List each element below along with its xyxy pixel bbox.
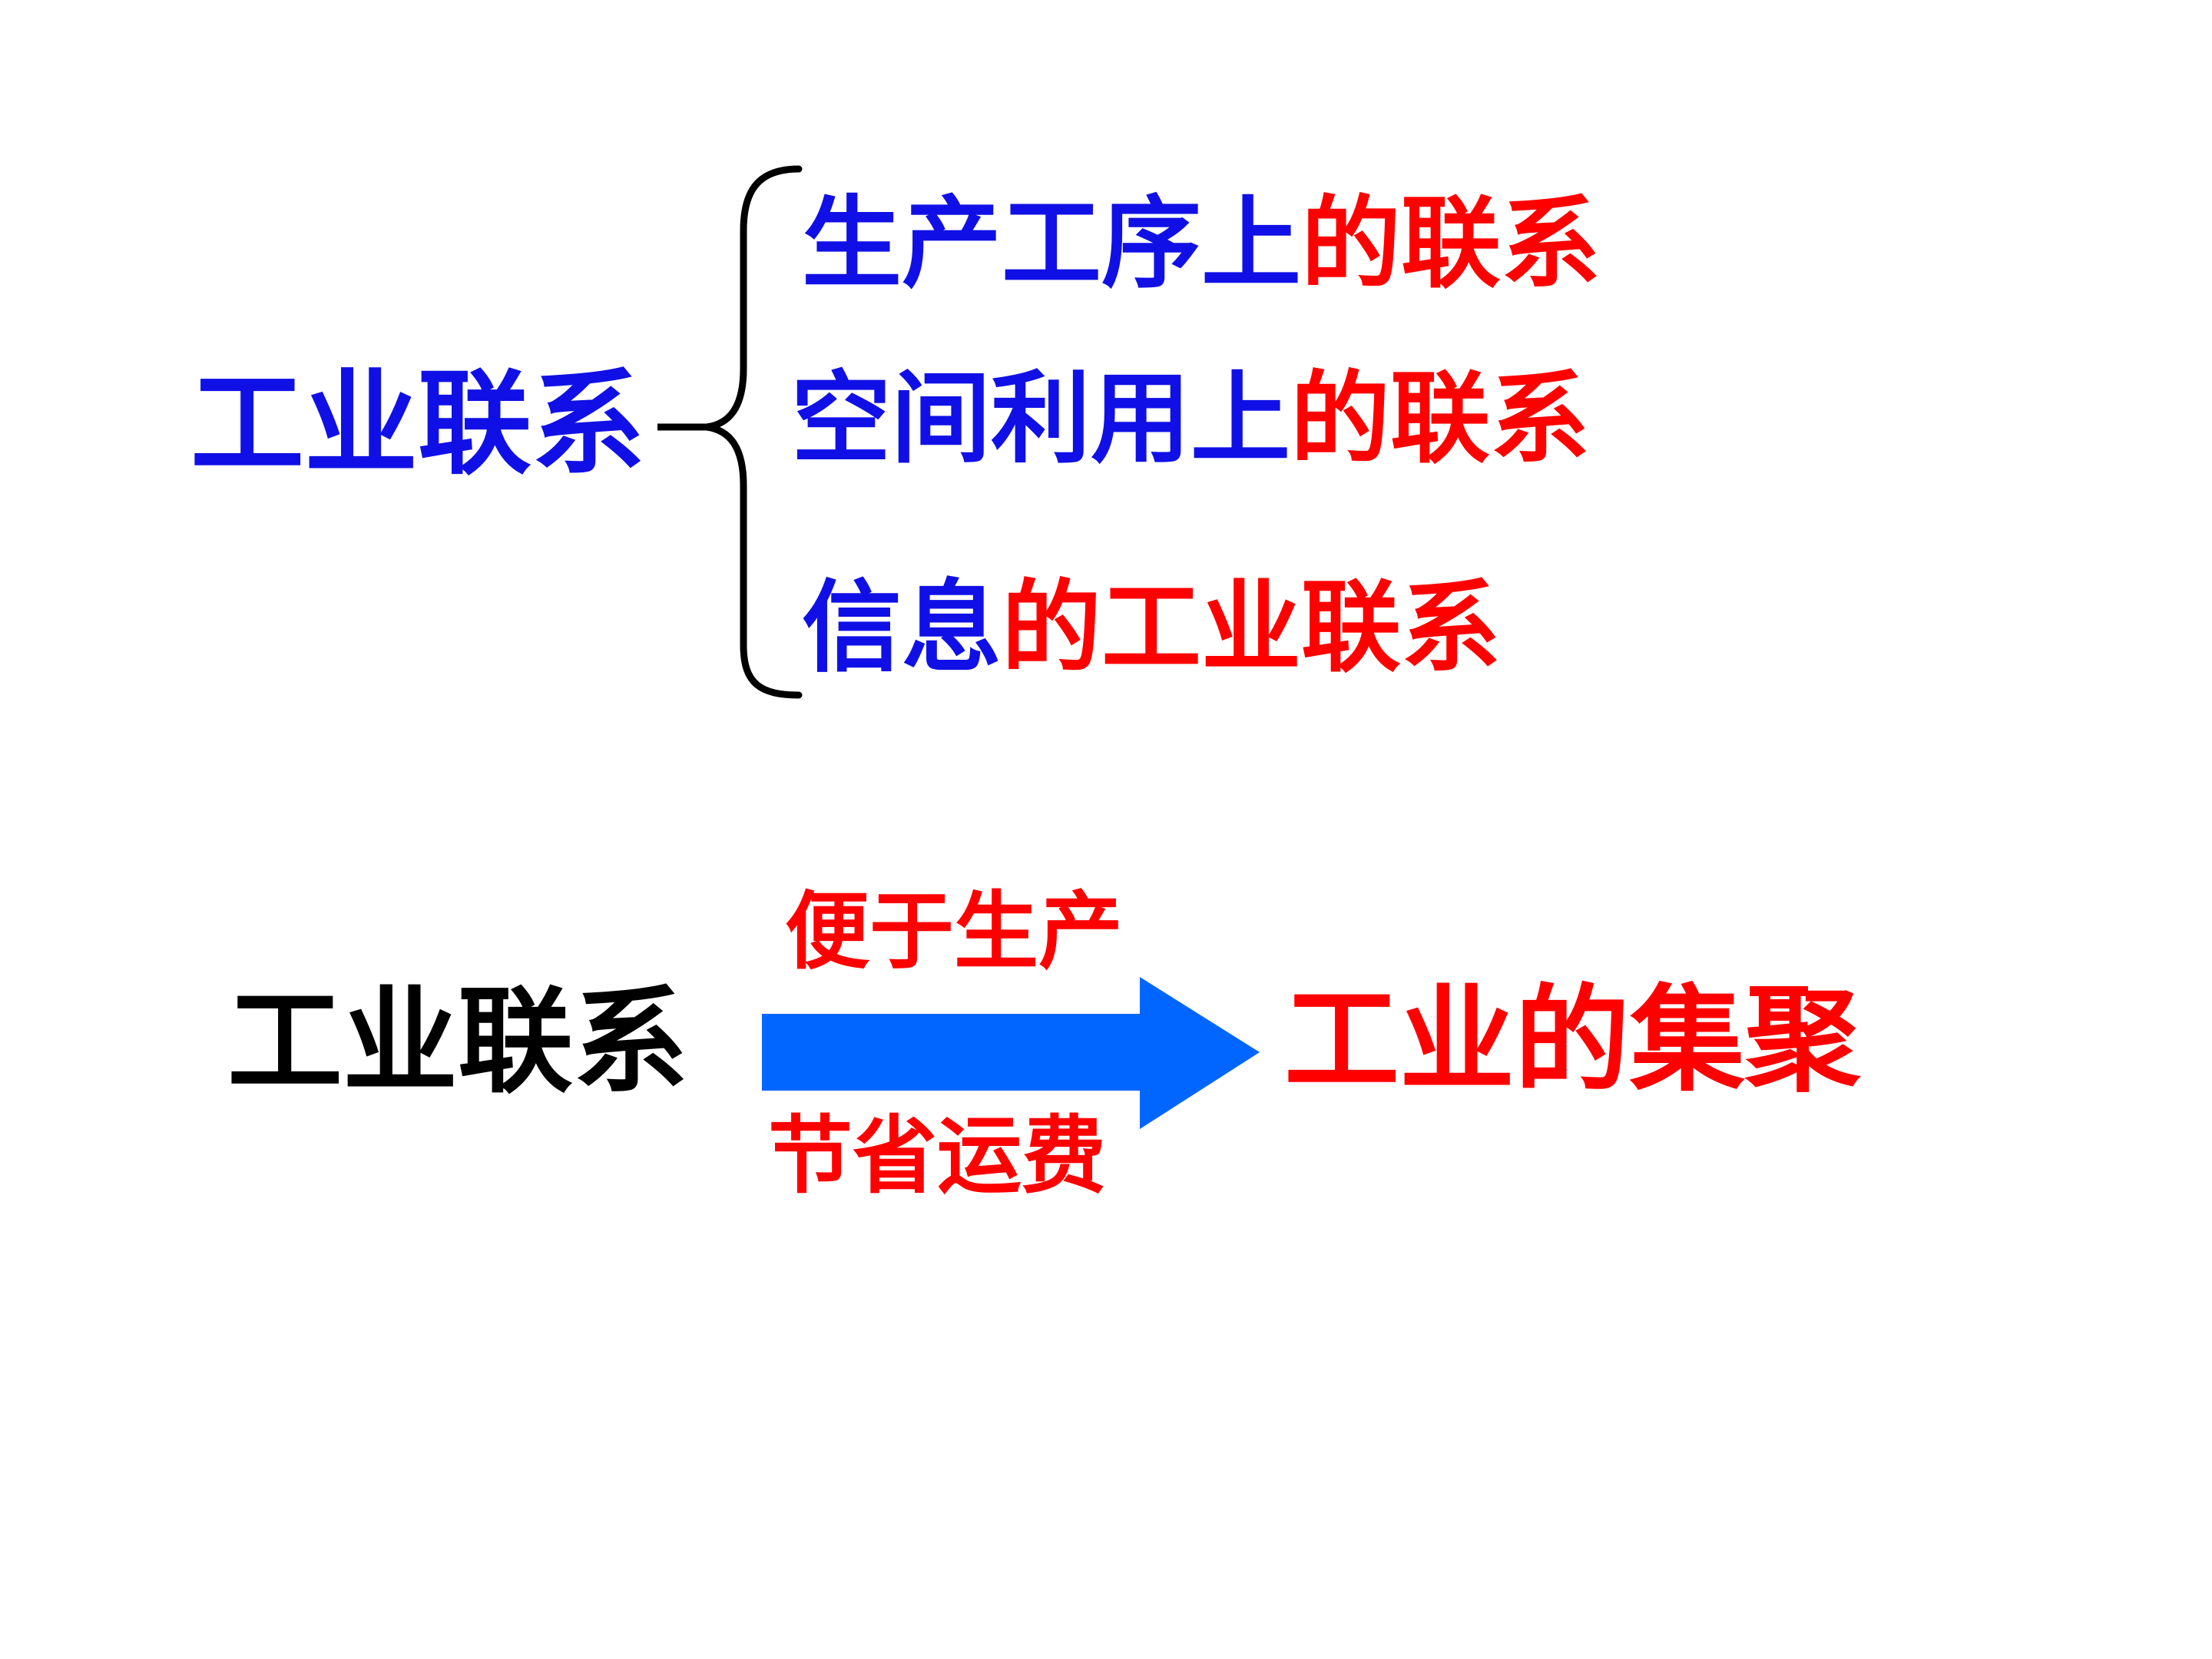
top-root-label: 工业联系 bbox=[190, 358, 645, 490]
result-label: 工业的集聚 bbox=[1284, 974, 1861, 1108]
curly-brace bbox=[706, 165, 803, 699]
branch-3-blue-text: 信息 bbox=[802, 569, 1002, 686]
branch-2-red-text: 的联系 bbox=[1290, 360, 1591, 477]
branch-item-3: 信息的工业联系 bbox=[802, 578, 1501, 677]
branch-1-red-text: 的联系 bbox=[1301, 185, 1601, 302]
bottom-root-label: 工业联系 bbox=[227, 975, 689, 1109]
branch-2-blue-text: 空间利用上 bbox=[791, 360, 1291, 477]
arrow-label-below: 节省运费 bbox=[768, 1107, 1106, 1205]
branch-item-1: 生产工序上的联系 bbox=[802, 194, 1601, 293]
branch-3-red-text: 的工业联系 bbox=[1002, 569, 1502, 686]
arrow-label-above: 便于生产 bbox=[785, 882, 1123, 981]
flow-arrow bbox=[762, 977, 1260, 1129]
branch-item-2: 空间利用上的联系 bbox=[791, 369, 1590, 469]
branch-1-blue-text: 生产工序上 bbox=[802, 185, 1302, 302]
